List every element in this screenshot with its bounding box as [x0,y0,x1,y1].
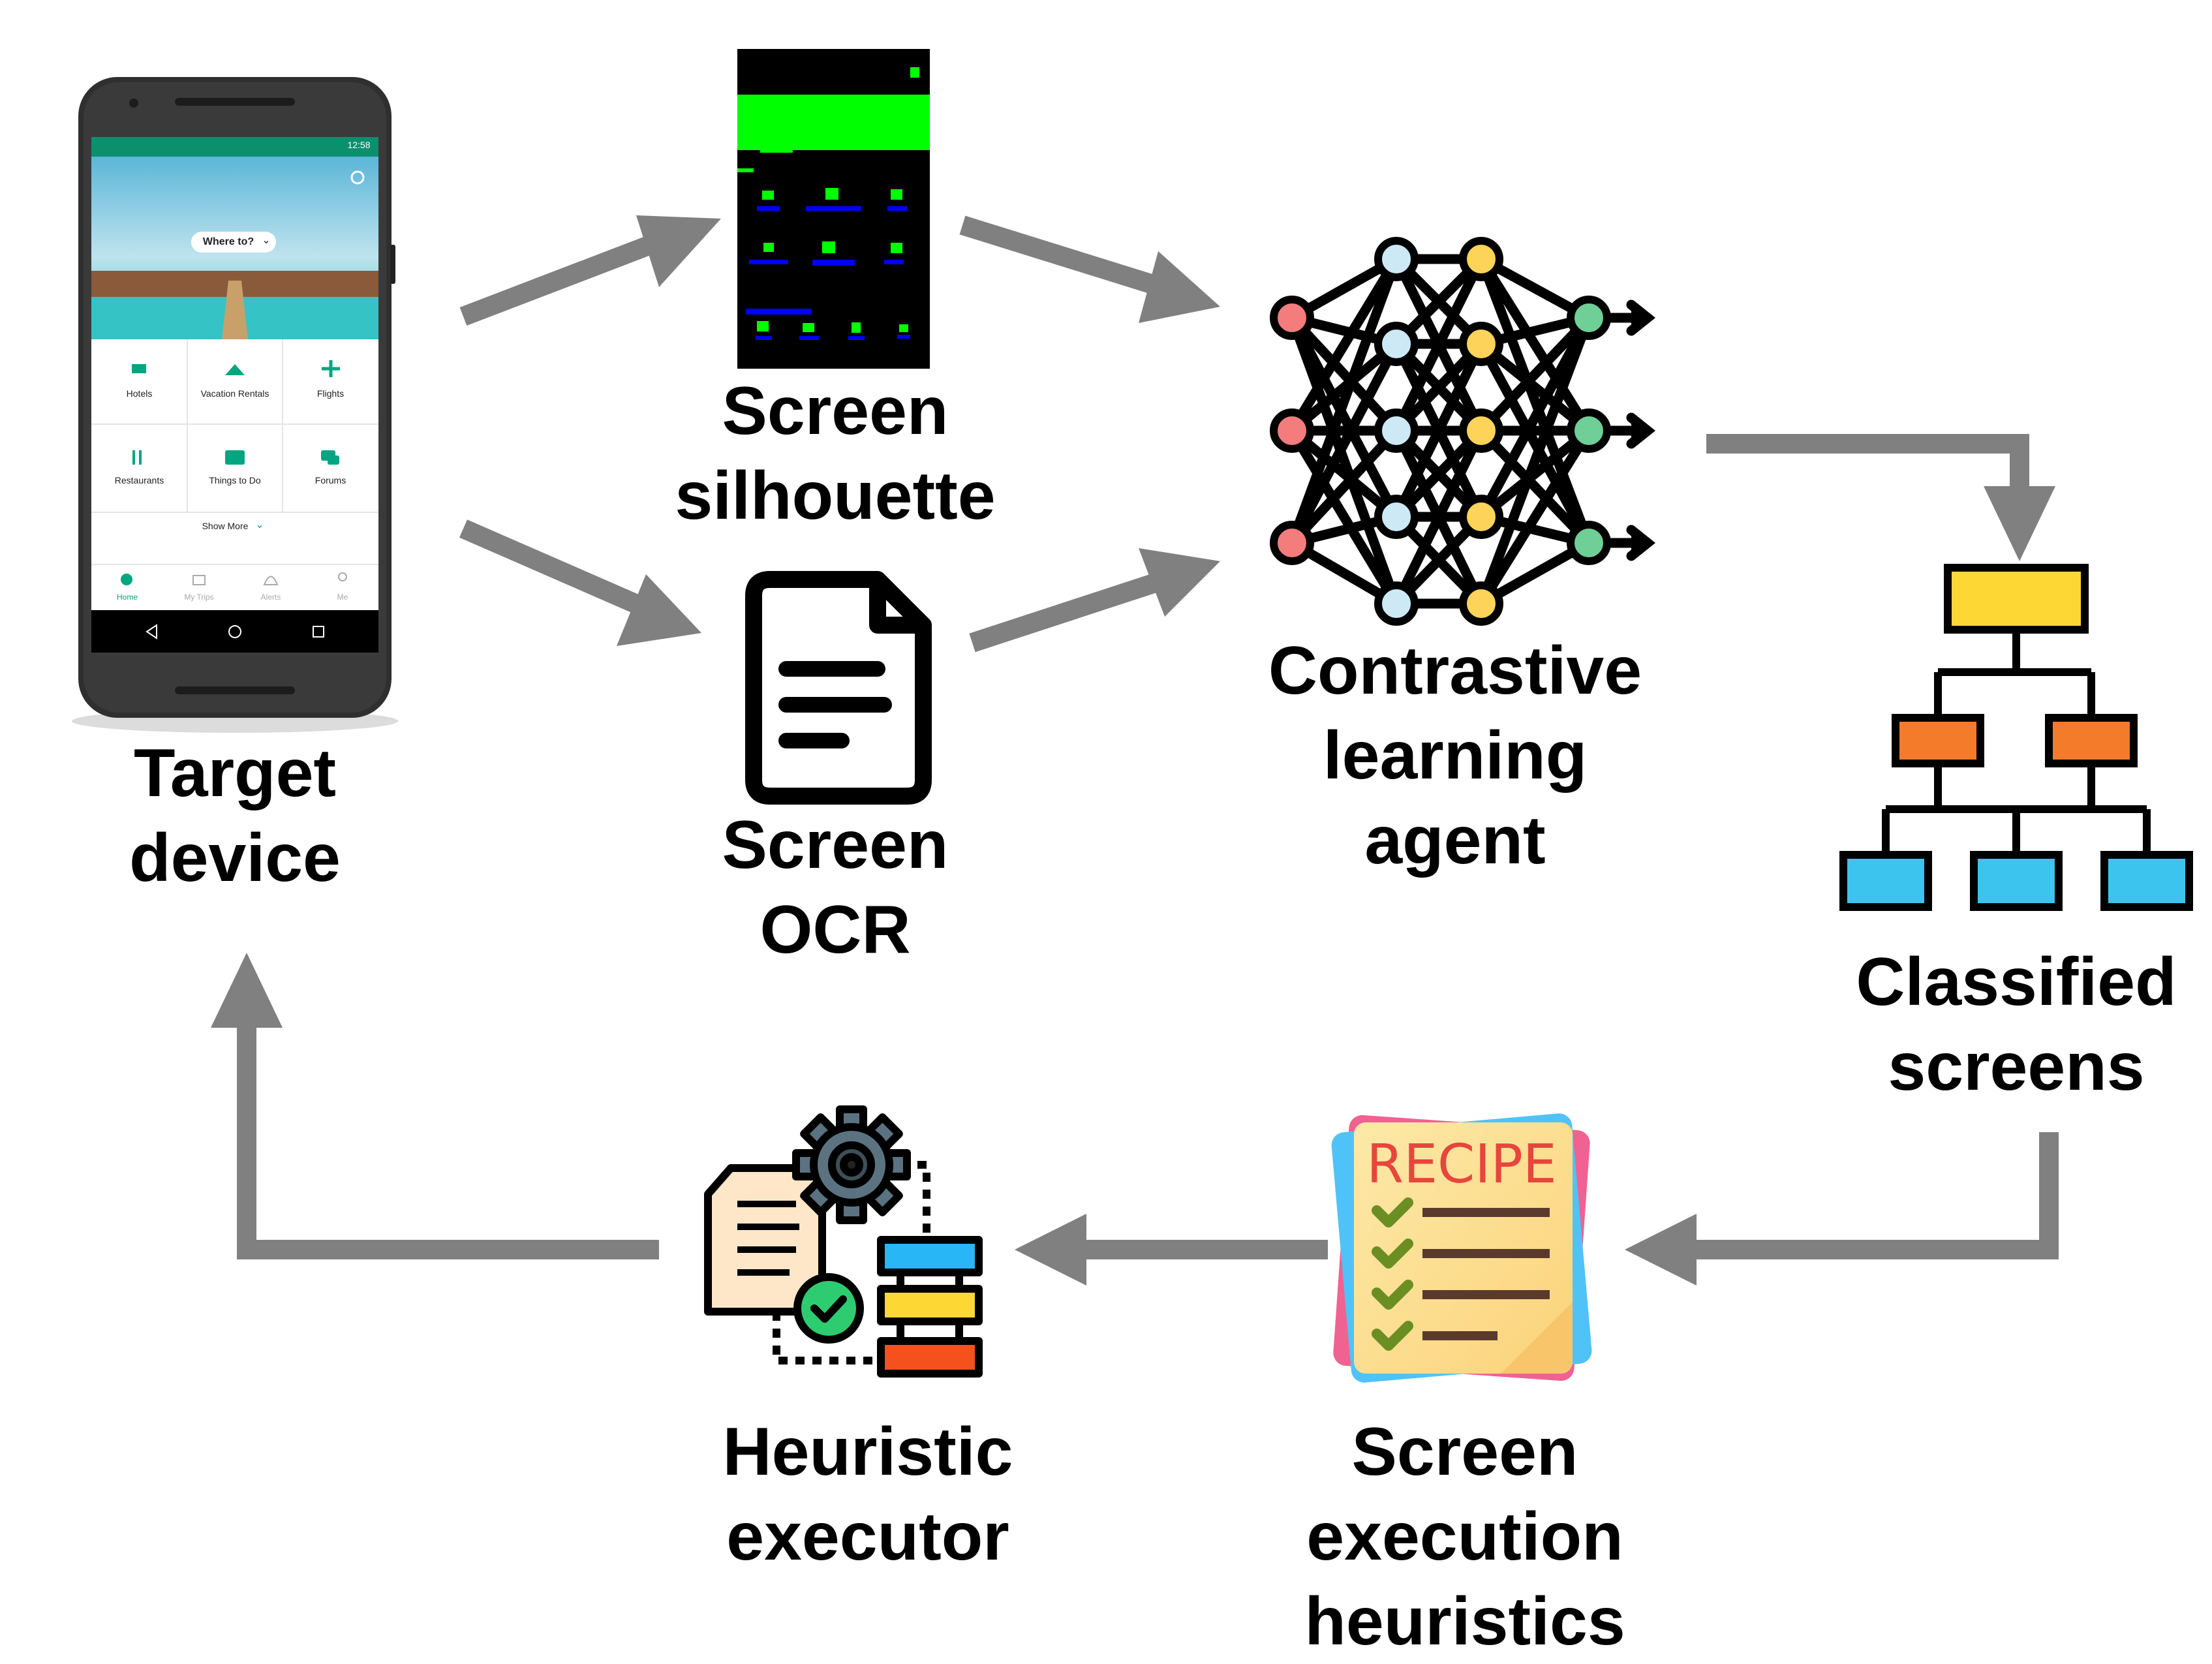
label-screen-heuristics-line2: execution [1306,1499,1623,1575]
label-contrastive-agent-line2: learning [1323,718,1588,793]
arrow-phone-to-silhouette [459,215,721,326]
label-classified-screens-line1: Classified [1856,944,2177,1020]
label-screen-heuristics-line1: Screen [1351,1414,1578,1490]
label-screen-silhouette: Screen silhouette [639,369,1031,538]
label-screen-ocr-line1: Screen [722,807,949,883]
phone-show-more-chevron-icon: ⌄ [255,519,264,531]
label-screen-silhouette-line1: Screen [722,373,949,449]
phone-nav-home[interactable]: Home [116,593,138,602]
arrow-heuristics-to-executor [1015,1214,1328,1286]
phone-nav-alerts[interactable]: Alerts [260,593,281,602]
smartphone-icon [72,77,398,733]
phone-tile-flights[interactable]: Flights [316,388,345,399]
label-contrastive-agent-line3: agent [1364,803,1546,878]
phone-status-time: 12:58 [347,140,371,150]
label-screen-heuristics-line3: heuristics [1304,1584,1625,1659]
label-classified-screens-line2: screens [1888,1029,2145,1105]
label-screen-silhouette-line2: silhouette [675,458,996,534]
phone-tile-things-to-do[interactable]: Things to Do [209,475,261,485]
gear-flowchart-icon [704,1105,983,1378]
label-screen-heuristics: Screen execution heuristics [1256,1410,1674,1664]
label-contrastive-agent: Contrastive learning agent [1227,628,1683,883]
label-target-device-line1: Target [133,735,337,811]
label-target-device-line2: device [129,820,341,896]
arrow-agent-to-classified [1706,434,2055,561]
label-heuristic-executor-line2: executor [726,1499,1009,1575]
label-heuristic-executor-line1: Heuristic [722,1414,1013,1490]
label-contrastive-agent-line1: Contrastive [1268,633,1642,709]
phone-show-more[interactable]: Show More [202,521,249,531]
phone-search-pill[interactable] [191,232,276,253]
document-icon [745,571,932,805]
phone-nav-me[interactable]: Me [337,593,348,602]
arrow-silhouette-to-agent [959,215,1220,323]
phone-search-chevron-icon: ⌄ [262,235,271,246]
screen-silhouette-image [737,49,930,369]
phone-tile-hotels[interactable]: Hotels [126,388,153,399]
phone-tile-vacation-rentals[interactable]: Vacation Rentals [200,388,269,399]
phone-tile-forums[interactable]: Forums [315,475,346,485]
arrow-phone-to-ocr [459,519,701,646]
arrow-ocr-to-agent [969,548,1220,653]
hierarchy-tree-icon [1839,564,2193,911]
neural-network-icon [1270,237,1656,626]
label-target-device: Target device [72,731,398,901]
label-screen-ocr: Screen OCR [672,803,998,972]
label-screen-ocr-line2: OCR [760,892,911,968]
label-classified-screens: Classified screens [1820,940,2212,1109]
arrow-executor-to-device [211,953,659,1259]
phone-nav-my-trips[interactable]: My Trips [184,593,214,602]
label-heuristic-executor: Heuristic executor [666,1410,1070,1579]
phone-tile-restaurants[interactable]: Restaurants [114,475,164,485]
recipe-checklist-icon [1331,1113,1592,1383]
recipe-title: RECIPE [1366,1133,1556,1195]
phone-search-pill-label: Where to? [202,236,254,247]
arrow-classified-to-heuristics [1625,1132,2059,1286]
